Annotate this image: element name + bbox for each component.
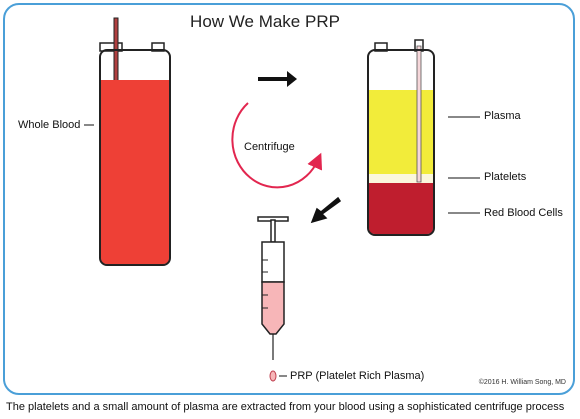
copyright-note: ©2016 H. William Song, MD [478,379,566,386]
whole-blood-tube [99,17,171,266]
diagram-frame [3,3,575,395]
label-plasma: Plasma [484,110,521,122]
label-centrifuge: Centrifuge [244,141,295,153]
arrow-right-icon [258,71,297,87]
prp-droplet-icon [269,370,277,382]
arrow-down-left-icon [310,196,342,224]
plasma-layer [369,90,433,174]
label-whole-blood: Whole Blood [18,119,81,131]
platelet-layer [369,174,433,183]
red-cell-layer [369,183,433,234]
diagram-title: How We Make PRP [190,12,340,31]
label-prp: PRP (Platelet Rich Plasma) [290,370,425,382]
centrifuge-arrow-icon [231,102,323,189]
separated-tube [367,39,435,236]
caption: The platelets and a small amount of plas… [6,401,565,413]
syringe [257,216,289,360]
label-platelets: Platelets [484,171,527,183]
label-red-blood-cells: Red Blood Cells [484,207,563,219]
whole-blood-fill [101,80,169,264]
